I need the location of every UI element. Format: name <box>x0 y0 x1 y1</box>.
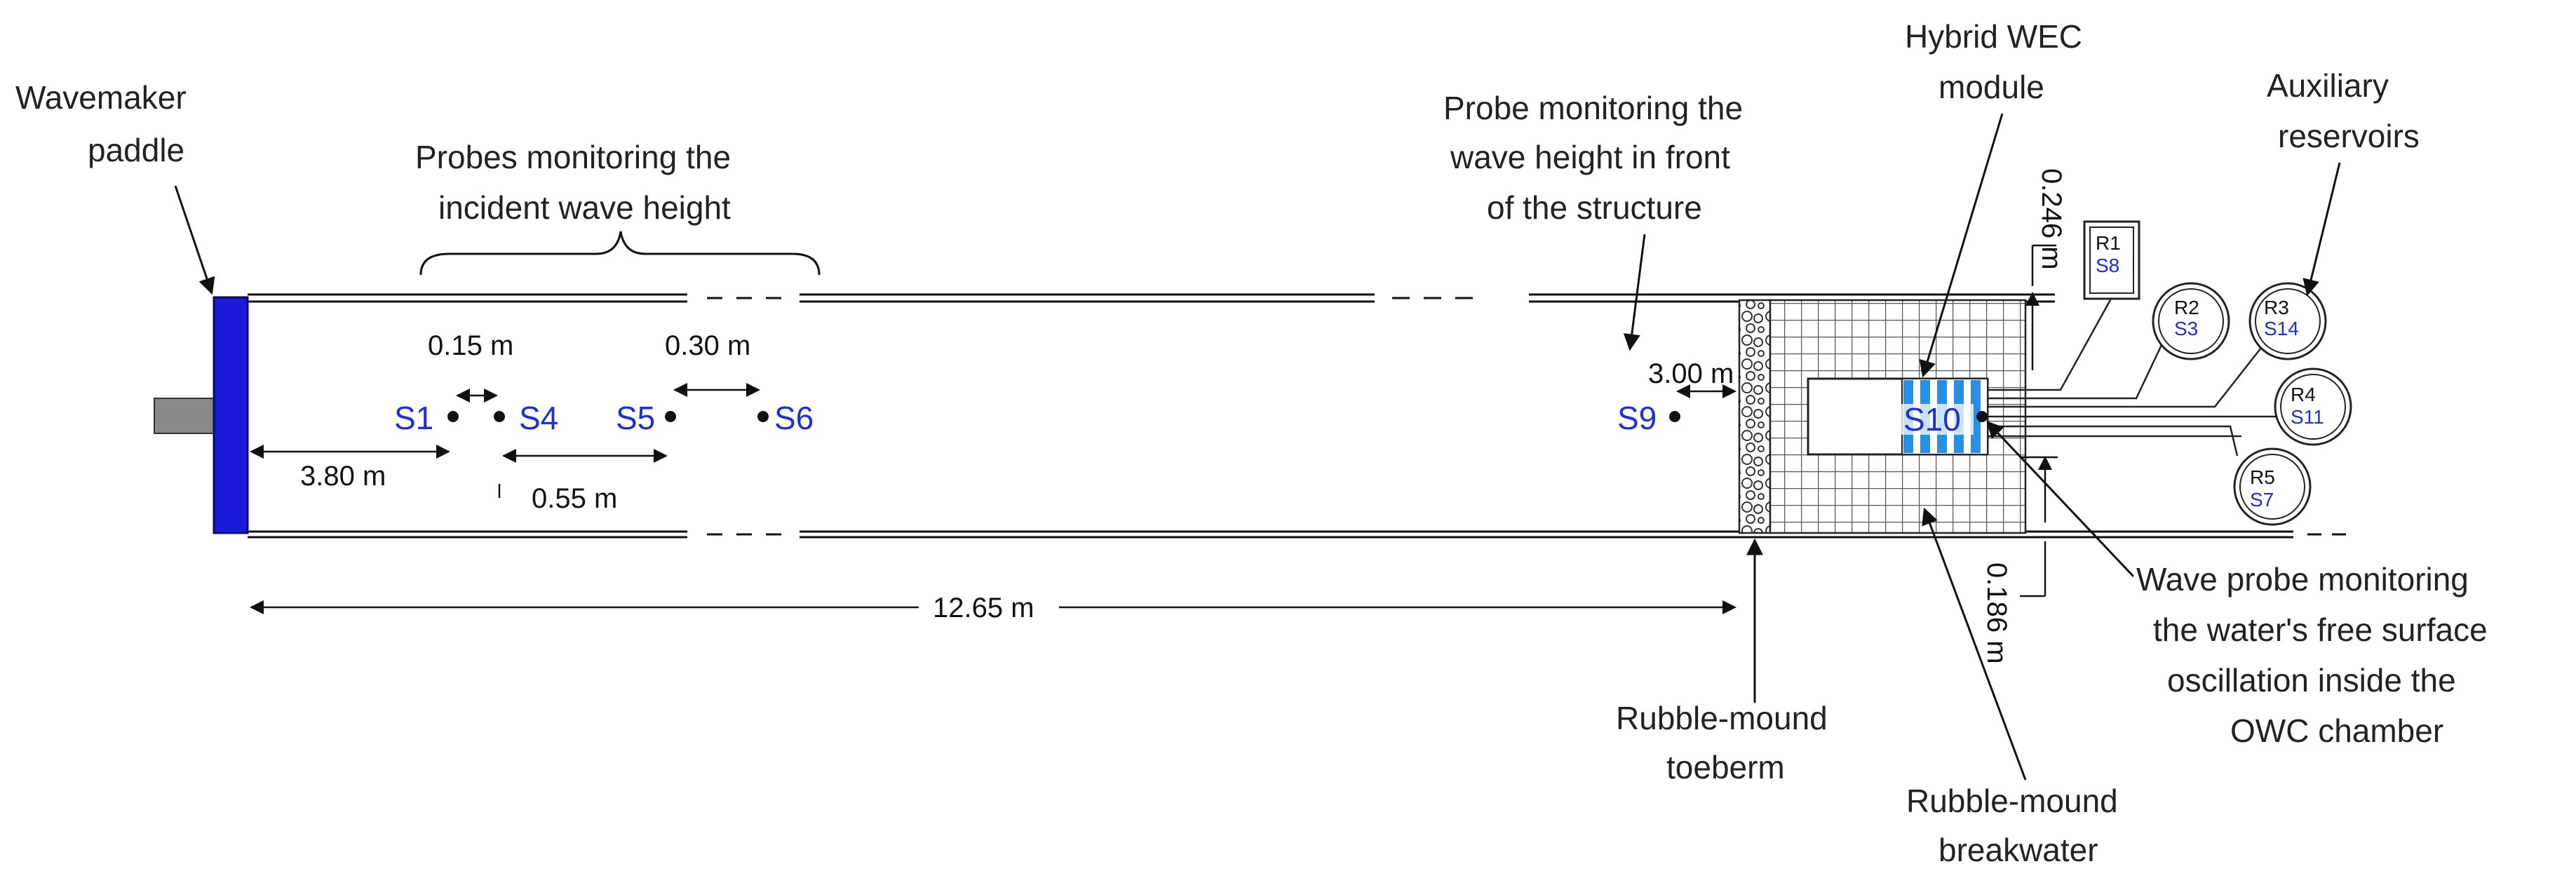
dim-1265-label: 12.65 m <box>933 593 1034 623</box>
reservoir-connections <box>1988 298 2277 457</box>
reservoir-r3-name: R3 <box>2264 297 2289 318</box>
reservoir-r4-name: R4 <box>2291 384 2316 405</box>
reservoir-r5-probe: S7 <box>2250 489 2274 511</box>
reservoir-r4 <box>2274 367 2352 446</box>
incident-probes-label: Probes monitoring the incident wave heig… <box>415 139 740 226</box>
s10-label-bg <box>1898 404 1974 435</box>
reservoir-r5 <box>2233 447 2312 526</box>
wavemaker-label: Wavemaker paddle <box>15 79 195 168</box>
probe-s1-label: S1 <box>394 400 433 436</box>
probe-s10-dot <box>1976 411 1988 422</box>
auxiliary-reservoirs-pointer <box>2302 162 2341 297</box>
probe-s5-dot <box>665 411 676 422</box>
reservoir-r1-name: R1 <box>2096 232 2121 254</box>
reservoir-r2 <box>2152 282 2230 360</box>
probe-s5-label: S5 <box>616 400 655 436</box>
owc-probe-pointer <box>1986 421 2135 578</box>
reservoir-r1-probe: S8 <box>2096 255 2119 276</box>
hybrid-wec-pointer <box>1919 113 2004 378</box>
probe-s6-dot <box>757 411 769 422</box>
dim-015-label: 0.15 m <box>428 330 513 361</box>
flume-bottom-wall <box>248 530 2346 539</box>
reservoir-r5-name: R5 <box>2250 466 2275 488</box>
reservoir-r2-name: R2 <box>2174 297 2199 318</box>
reservoir-r4-probe: S11 <box>2291 406 2324 428</box>
probe-s4-dot <box>494 411 505 422</box>
probe-s6-label: S6 <box>774 400 814 436</box>
auxiliary-reservoirs-label: Auxiliary reservoirs <box>2267 67 2420 154</box>
dim-0246-label: 0.246 m <box>2036 168 2067 270</box>
breakwater-label: Rubble-mound breakwater <box>1906 783 2127 868</box>
probe-s4-label: S4 <box>519 400 558 436</box>
reservoir-r3-probe: S14 <box>2264 318 2299 339</box>
hybrid-wec-label: Hybrid WEC module <box>1905 18 2091 105</box>
dim-055-label: 0.55 m <box>532 483 617 514</box>
reservoir-r3 <box>2248 282 2327 360</box>
reservoir-r1 <box>2083 220 2140 300</box>
dim-380-label: 3.80 m <box>300 461 386 492</box>
incident-probes-brace <box>419 231 821 276</box>
wavemaker-pointer <box>174 185 215 295</box>
probe-s9-dot <box>1669 411 1680 422</box>
dim-300-label: 3.00 m <box>1648 358 1734 389</box>
front-probe-label: Probe monitoring the wave height in fron… <box>1443 90 1752 226</box>
owc-probe-label: Wave probe monitoring the water's free s… <box>2136 561 2496 749</box>
reservoir-r2-probe: S3 <box>2174 318 2198 339</box>
probe-s9-label: S9 <box>1617 400 1657 436</box>
wavemaker-paddle <box>154 296 249 534</box>
toeberm-label: Rubble-mound toeberm <box>1616 700 1837 785</box>
breakwater-pointer <box>1922 507 2027 781</box>
probe-s10-label: S10 <box>1903 401 1961 438</box>
dim-0186-label: 0.186 m <box>1981 562 2012 664</box>
dim-0246-marker <box>2025 244 2056 370</box>
dim-030-label: 0.30 m <box>665 330 750 361</box>
toeberm <box>1738 299 1772 534</box>
front-probe-pointer <box>1623 234 1646 351</box>
dim-0186-marker <box>2020 456 2058 597</box>
probe-s1-dot <box>447 411 459 422</box>
